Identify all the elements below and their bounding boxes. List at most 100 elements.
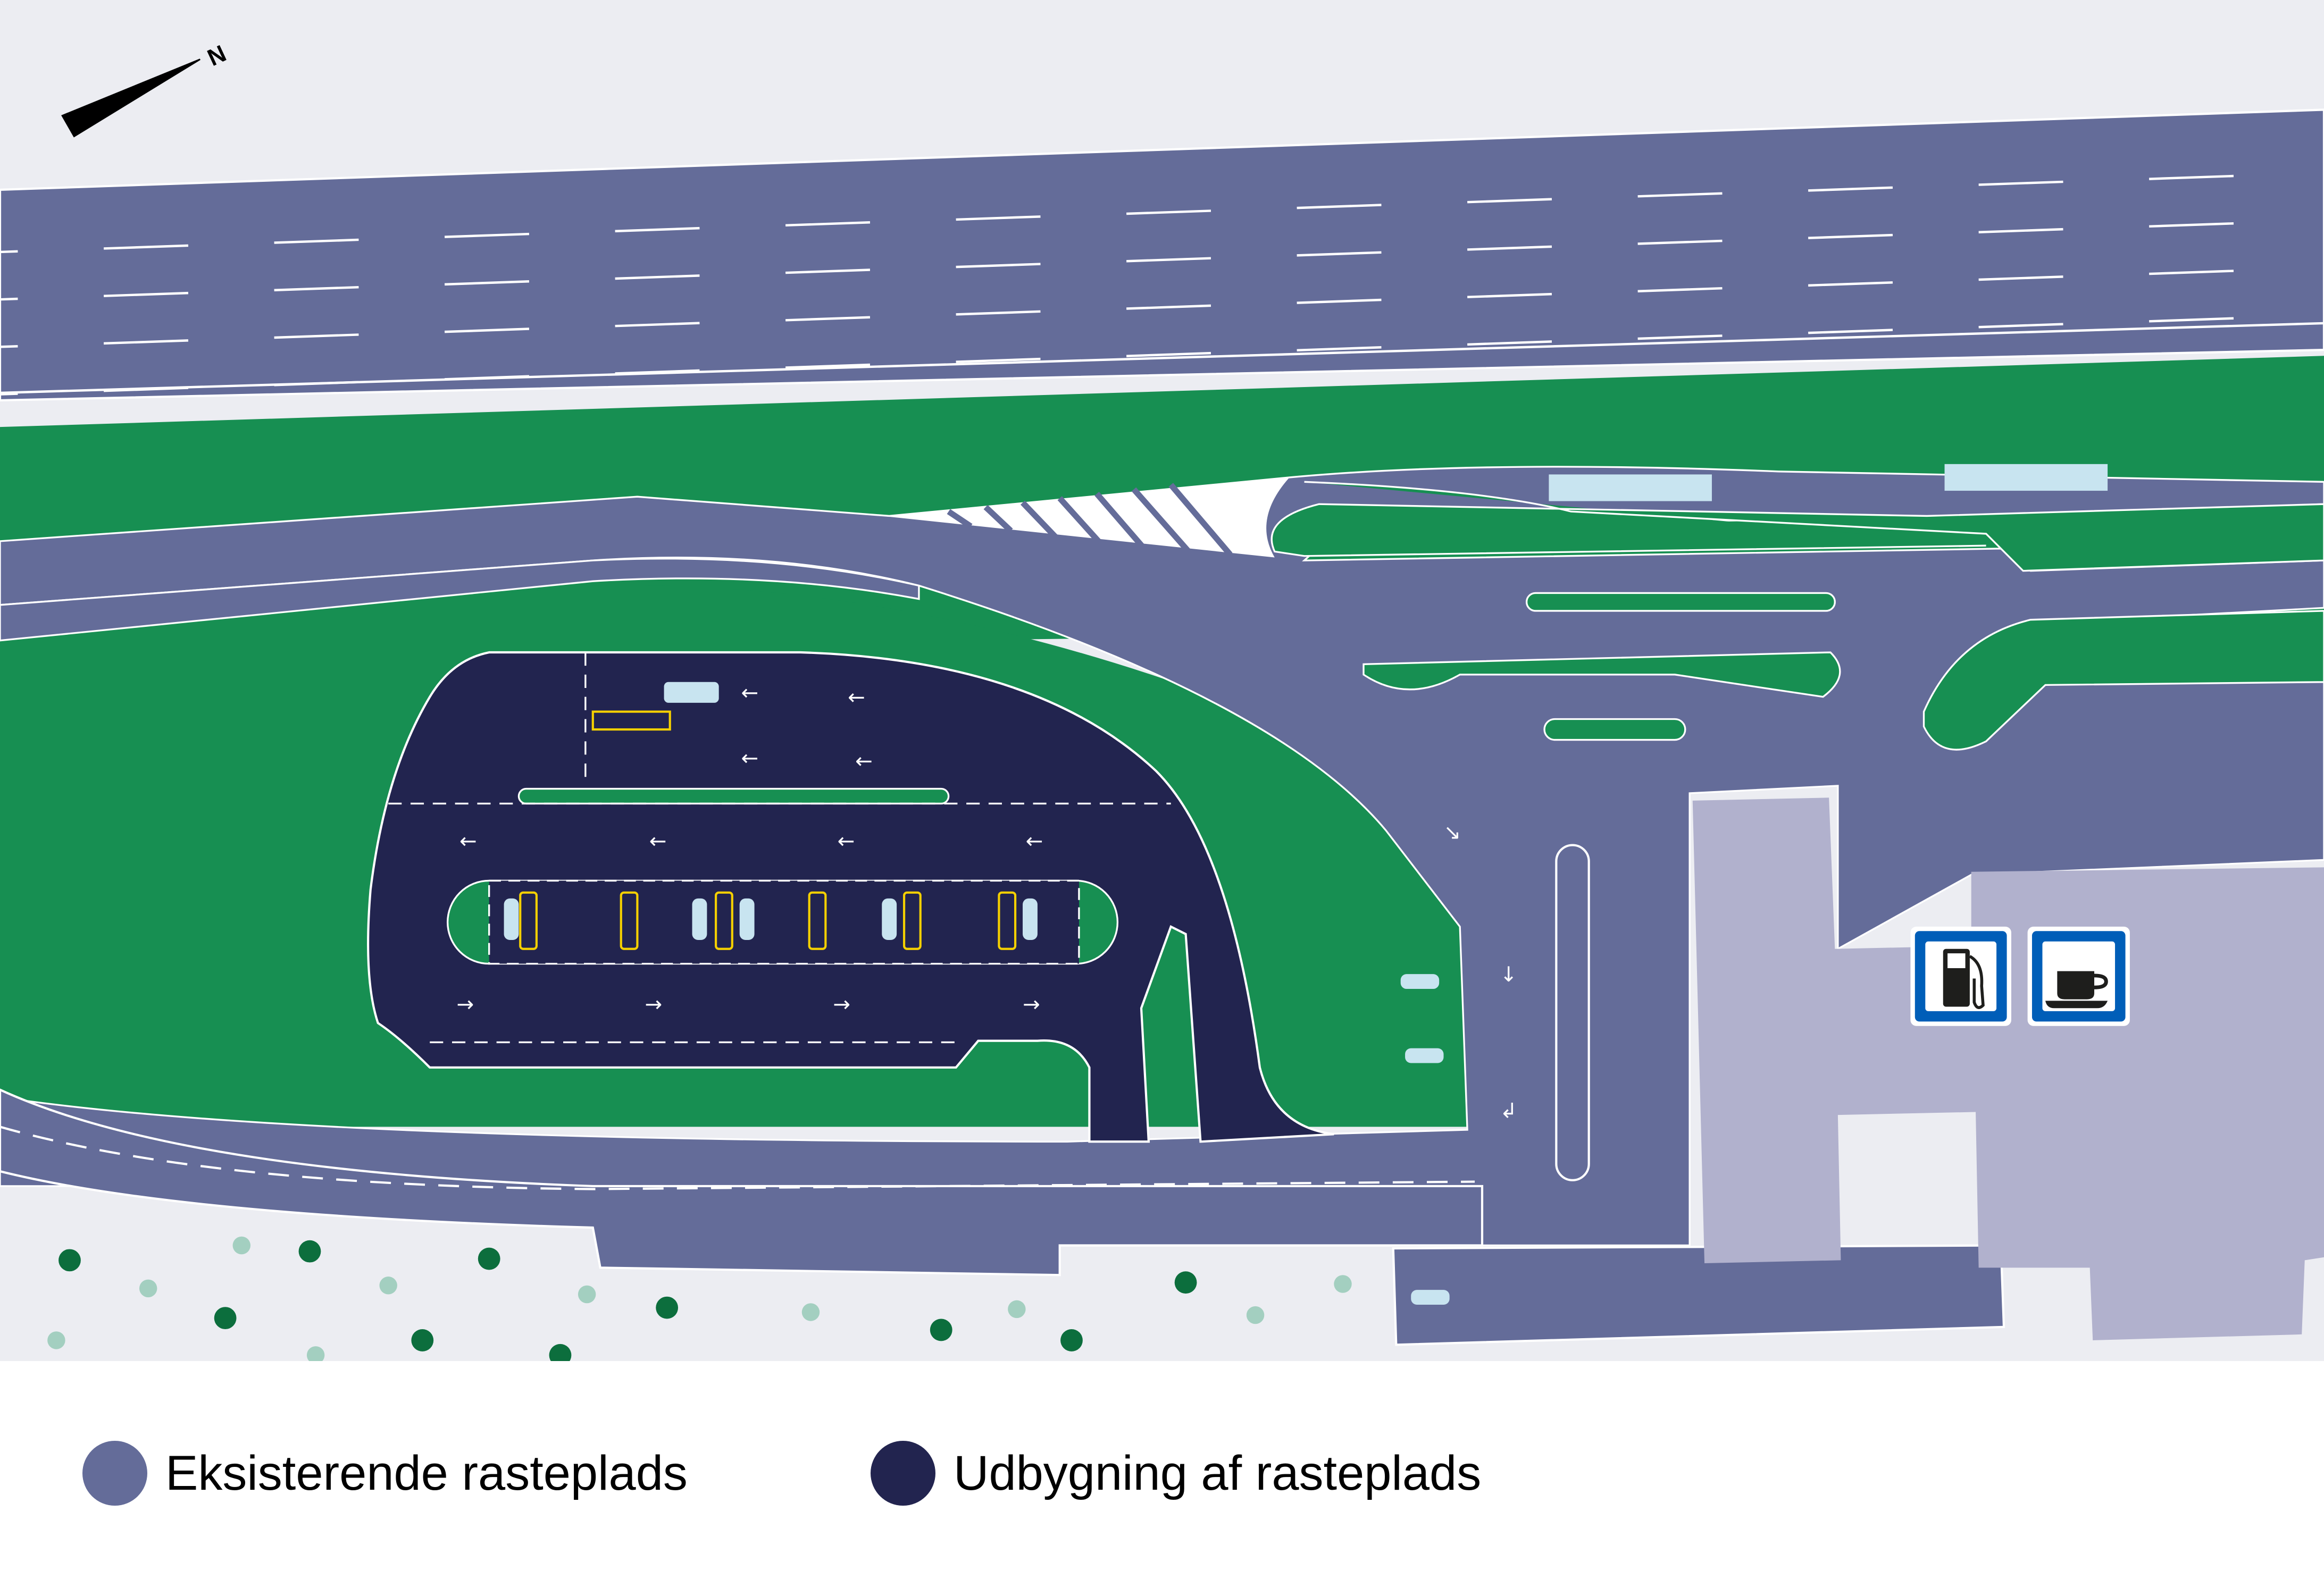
lane-dash [1978, 228, 2063, 233]
direction-arrow-icon: ← [838, 829, 855, 853]
lane-dash [0, 392, 18, 396]
legend-item-existing: Eksisterende rasteplads [82, 1441, 688, 1506]
car-icon [739, 898, 755, 941]
ev-charger-icon [902, 891, 922, 950]
lane-dash [1297, 204, 1382, 209]
ev-charger-icon [808, 891, 827, 950]
truck-2 [1944, 464, 2108, 491]
car-icon [1405, 1048, 1444, 1063]
direction-arrow-icon: ← [741, 681, 758, 705]
lane-dash [445, 280, 530, 286]
car-icon [1411, 1290, 1450, 1305]
car-icon [692, 898, 707, 941]
direction-arrow-icon: ← [649, 829, 667, 853]
cafe-sign [2027, 926, 2130, 1026]
lane-dash [785, 363, 871, 369]
coffee-cup-icon [2045, 971, 2108, 1009]
tree-icon [214, 1307, 237, 1330]
lane-edge [0, 322, 2324, 394]
tree-icon [930, 1319, 952, 1341]
tree-icon [47, 1331, 65, 1349]
extension-lane-lines [388, 652, 1171, 1044]
legend-swatch-existing [82, 1441, 147, 1506]
lane-dash [785, 221, 871, 227]
lane-dash [1808, 233, 1893, 239]
fuel-pump-icon [1943, 948, 1985, 1009]
lane-dash [615, 274, 700, 280]
lane-dash [956, 310, 1041, 316]
lane-dash [104, 244, 189, 250]
direction-arrow-icon: → [645, 993, 662, 1017]
rest-area-map: ←←←←←←←←→→→→↓↘↲ N [0, 0, 2324, 1361]
lane-dash [2149, 317, 2234, 323]
lane-dash [104, 291, 189, 297]
extension-median [517, 787, 950, 805]
south-road [0, 1088, 1484, 1277]
tree-icon [58, 1249, 81, 1272]
lane-dash [1637, 239, 1723, 245]
median-strip [1555, 844, 1590, 1181]
ev-charger-icon [715, 891, 733, 950]
lane-dash [785, 268, 871, 274]
south-road-centerline [0, 1126, 1475, 1190]
legend-item-extension: Udbygning af rasteplads [871, 1441, 1481, 1506]
slip-road [0, 557, 920, 642]
lane-dash [785, 316, 871, 322]
direction-arrow-icon: → [456, 993, 474, 1017]
lane-dash [1808, 329, 1893, 334]
tree-icon [1060, 1329, 1083, 1351]
ev-chargers [504, 682, 1450, 1305]
lane-dash [445, 232, 530, 238]
lane-dash [0, 250, 18, 254]
lane-markings [0, 174, 2324, 396]
fuel-sign [1910, 926, 2011, 1026]
direction-arrow-icon: ← [1026, 829, 1043, 853]
ev-charger-icon [620, 891, 639, 950]
direction-arrow-icon: ← [855, 750, 873, 774]
direction-arrow-icon: ↓ [1500, 963, 1517, 987]
lane-dash [1637, 192, 1723, 198]
lane-dash [1297, 346, 1382, 352]
legend-label-existing: Eksisterende rasteplads [165, 1446, 688, 1500]
tree-icon [411, 1329, 434, 1351]
lane-dash [956, 263, 1041, 268]
lane-dash [1297, 298, 1382, 304]
lane-dash [274, 333, 359, 339]
lane-dash [1467, 245, 1552, 251]
lane-dash [2149, 222, 2234, 228]
ev-charger-icon [519, 891, 538, 950]
caravan-icon [664, 682, 719, 703]
legend: Eksisterende rasteplads Udbygning af ras… [0, 1361, 2324, 1570]
tree-icon [1008, 1300, 1026, 1319]
tree-icon [478, 1247, 500, 1270]
extension-ev-bays [488, 879, 1080, 965]
lane-dash [1297, 251, 1382, 257]
lane-dash [1808, 281, 1893, 287]
tree-icon [801, 1303, 820, 1321]
lane-dash [1126, 209, 1211, 215]
lane-dash [445, 328, 530, 333]
lane-dash [104, 339, 189, 345]
tree-icon [1174, 1271, 1197, 1294]
green-island-2 [1362, 651, 1841, 698]
tree-icon [379, 1277, 397, 1295]
tree-icon [549, 1344, 572, 1361]
parking-strip-south [1392, 1244, 2005, 1346]
lane-dash [1978, 275, 2063, 281]
lane-dash [615, 322, 700, 328]
green-island-4 [1922, 610, 2324, 751]
car-icon [1023, 898, 1038, 941]
car-icon [882, 898, 897, 941]
motorway [0, 108, 2324, 402]
direction-arrow-icon: → [1023, 993, 1040, 1017]
lane-dash [1126, 351, 1211, 357]
gore-hatch [947, 483, 1233, 557]
lane-dash [274, 238, 359, 244]
direction-arrow-icon: ← [459, 829, 477, 853]
ev-charger-icon [998, 891, 1017, 950]
trees [47, 1236, 1352, 1361]
car-icon [1400, 974, 1440, 989]
lane-dash [1978, 323, 2063, 329]
lane-dash [956, 357, 1041, 363]
